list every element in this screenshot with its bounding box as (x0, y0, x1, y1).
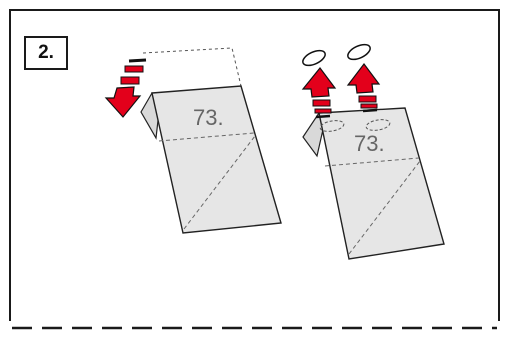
left-card-fold-outline (142, 47, 242, 87)
frame-border (9, 9, 500, 321)
left-card-fold-line (158, 132, 255, 142)
red-down-arrow-icon (104, 58, 147, 118)
oval-cut-icon (347, 43, 371, 61)
right-card-fold-line (324, 157, 420, 167)
left-card-number: 73. (193, 105, 224, 130)
right-card: 73. (302, 107, 445, 260)
left-card: 73. (140, 47, 282, 234)
step-number-label: 2. (24, 36, 68, 70)
red-up-arrow-icon (346, 63, 381, 113)
oval-cut-icon (365, 119, 391, 131)
red-up-arrow-icon (301, 67, 337, 119)
oval-cut-icon (302, 49, 326, 67)
oval-cut-icon (319, 120, 345, 132)
right-card-diagonal (348, 160, 421, 255)
left-card-diagonal (183, 135, 256, 230)
right-card-number: 73. (354, 131, 385, 156)
left-card-body (151, 85, 282, 234)
